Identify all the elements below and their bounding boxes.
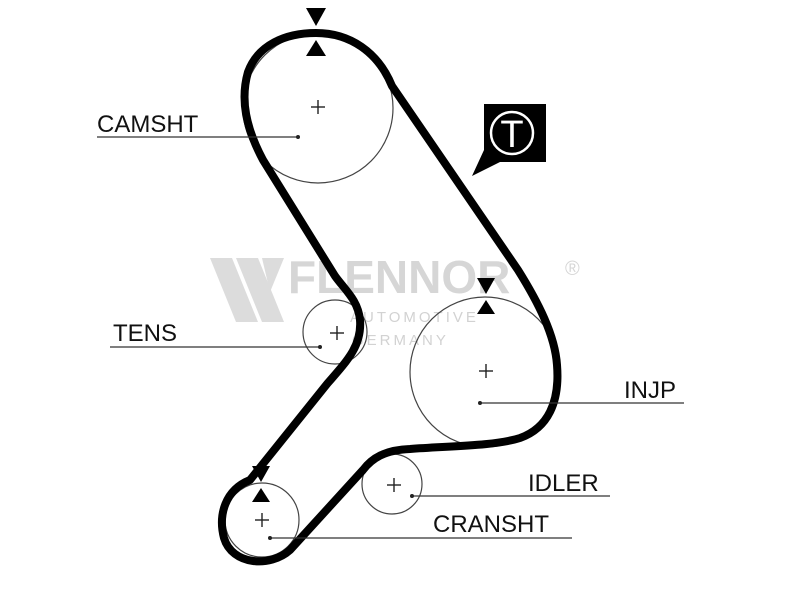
- tensioner-center-mark: [330, 326, 344, 340]
- watermark-logo: FLENNOR ® AUTOMOTIVE GERMANY: [210, 251, 580, 349]
- idler-center-mark: [387, 478, 401, 492]
- camshaft-timing-mark: [306, 8, 326, 56]
- timing-belt: [217, 29, 562, 566]
- camshaft-center-mark: [311, 100, 325, 114]
- crankshaft-timing-mark: [252, 466, 270, 502]
- crankshaft-center-mark: [255, 513, 269, 527]
- timing-badge: T: [472, 104, 546, 176]
- injection-pump-center-mark: [479, 364, 493, 378]
- injection-pump-timing-mark: [477, 278, 495, 314]
- watermark-line-1: AUTOMOTIVE: [350, 309, 479, 326]
- label-tens: TENS: [113, 320, 177, 347]
- tensioner-pulley: [302, 299, 368, 365]
- watermark-line-2: GERMANY: [352, 332, 449, 349]
- label-injp: INJP: [624, 377, 676, 404]
- watermark-registered: ®: [565, 258, 580, 280]
- label-idler: IDLER: [528, 470, 599, 497]
- label-camsht: CAMSHT: [97, 111, 199, 138]
- timing-badge-letter: T: [500, 114, 523, 156]
- label-cransht: CRANSHT: [433, 511, 549, 538]
